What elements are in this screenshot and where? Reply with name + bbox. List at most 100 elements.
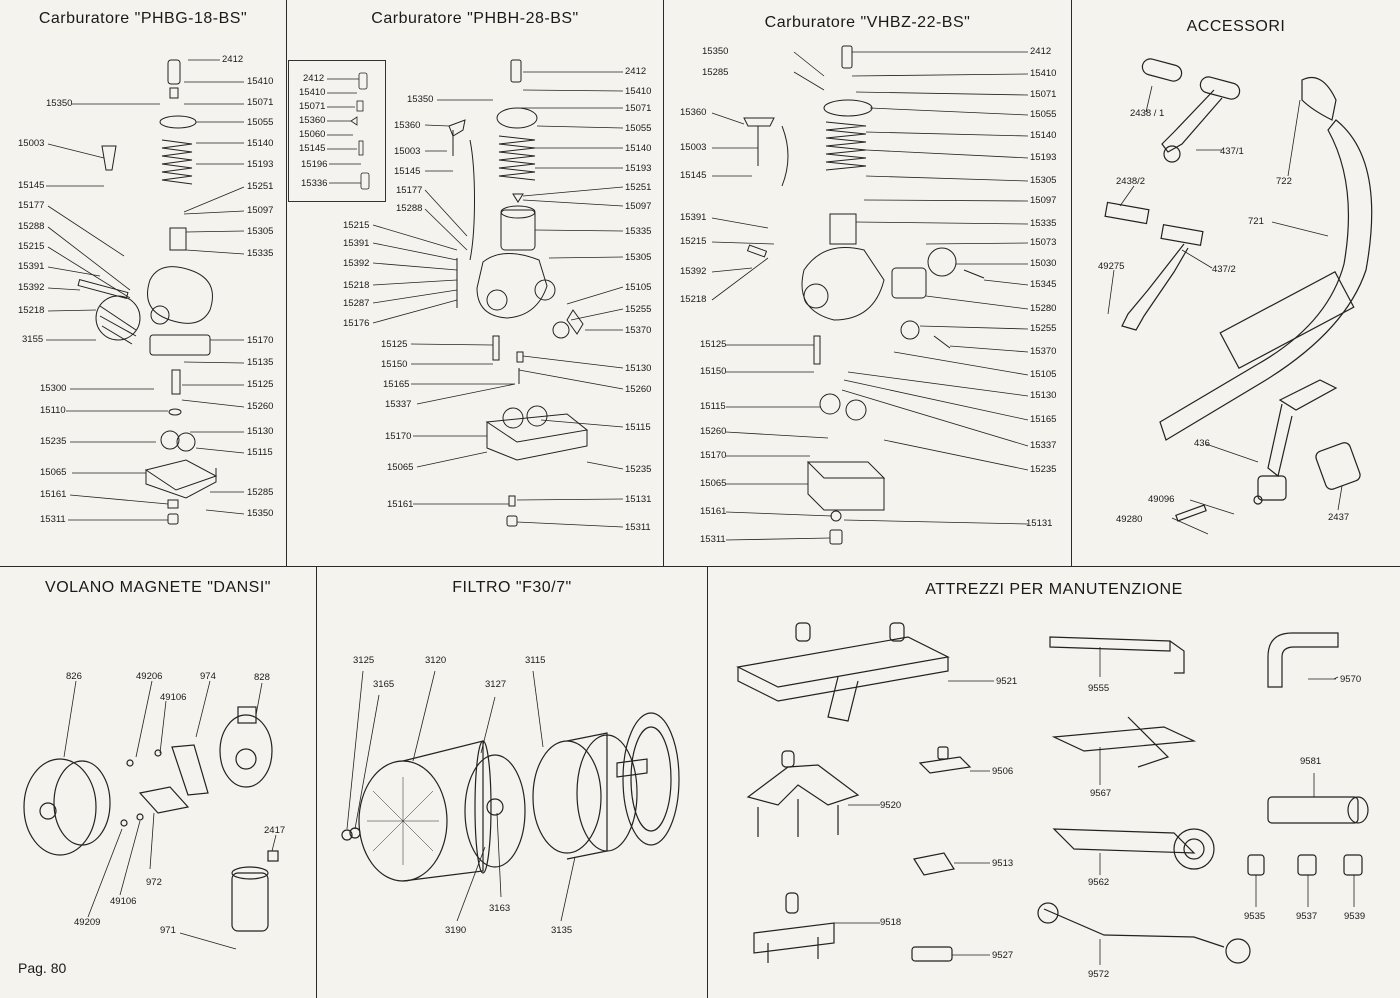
part-label: 9521	[996, 676, 1018, 687]
part-label: 15260	[625, 384, 652, 395]
part-label: 15218	[680, 294, 707, 305]
part-label: 15065	[700, 478, 727, 489]
divider	[1071, 0, 1072, 566]
part-label: 15161	[700, 506, 727, 517]
part-label: 828	[254, 672, 270, 683]
part-label: 15288	[18, 221, 45, 232]
part-label: 15305	[247, 226, 274, 237]
part-label: 721	[1248, 216, 1264, 227]
part-label: 437/1	[1220, 146, 1244, 157]
part-label: 15071	[1030, 89, 1057, 100]
part-label: 49106	[160, 692, 187, 703]
panel-title: VOLANO MAGNETE "DANSI"	[45, 579, 271, 596]
part-label: 3127	[485, 679, 507, 690]
part-label: 15287	[343, 298, 370, 309]
panel-title: Carburatore "VHBZ-22-BS"	[764, 14, 971, 31]
part-label: 15130	[625, 363, 652, 374]
divider	[707, 566, 708, 998]
inset-label: 15196	[301, 159, 328, 170]
part-label: 15193	[247, 159, 274, 170]
carburetor-phbg-diagram	[46, 59, 245, 525]
panel-volano: VOLANO MAGNETE "DANSI"	[0, 567, 316, 998]
part-label: 15135	[247, 357, 274, 368]
air-filter-diagram	[341, 670, 680, 922]
part-label: 15392	[343, 258, 370, 269]
part-label: 15131	[625, 494, 652, 505]
page-number: Pag. 80	[18, 960, 67, 976]
part-label: 15125	[381, 339, 408, 350]
part-label: 49275	[1098, 261, 1125, 272]
part-label: 49106	[110, 896, 137, 907]
part-label: 15311	[40, 514, 66, 525]
part-label: 15335	[625, 226, 652, 237]
part-label: 15165	[1030, 414, 1057, 425]
part-label: 15350	[702, 46, 729, 57]
divider	[286, 0, 287, 566]
inset-diagram	[327, 72, 370, 190]
inset-label: 15410	[299, 87, 326, 98]
part-label: 9506	[992, 766, 1014, 777]
part-label: 49280	[1116, 514, 1143, 525]
part-label: 15170	[700, 450, 727, 461]
part-label: 15071	[247, 97, 274, 108]
part-label: 15391	[680, 212, 707, 223]
part-label: 722	[1276, 176, 1292, 187]
carburetor-phbh-diagram	[372, 59, 624, 528]
part-label: 49096	[1148, 494, 1175, 505]
part-label: 15176	[343, 318, 370, 329]
part-label: 15161	[387, 499, 414, 510]
part-label: 15235	[1030, 464, 1057, 475]
part-label: 9527	[992, 950, 1014, 961]
part-label: 15003	[18, 138, 45, 149]
part-label: 9513	[992, 858, 1014, 869]
part-label: 9539	[1344, 911, 1366, 922]
part-label: 15350	[407, 94, 434, 105]
inset-box: 2412 15410 15071 15360 15060 15145 15196…	[288, 60, 386, 202]
part-label: 9567	[1090, 788, 1112, 799]
part-label: 49209	[74, 917, 101, 928]
part-label: 15105	[625, 282, 652, 293]
part-label: 15150	[700, 366, 727, 377]
part-label: 15391	[18, 261, 45, 272]
part-label: 15280	[1030, 303, 1057, 314]
part-label: 15350	[46, 98, 73, 109]
part-label: 15251	[625, 182, 652, 193]
part-label: 436	[1194, 438, 1210, 449]
part-label: 15170	[247, 335, 274, 346]
part-label: 49206	[136, 671, 163, 682]
part-label: 15391	[343, 238, 370, 249]
part-label: 15370	[1030, 346, 1057, 357]
part-label: 15071	[625, 103, 652, 114]
part-label: 15255	[1030, 323, 1057, 334]
part-label: 15410	[625, 86, 652, 97]
carburetor-vhbz-diagram	[711, 45, 1029, 545]
part-label: 15288	[396, 203, 423, 214]
part-label: 15105	[1030, 369, 1057, 380]
part-label: 15030	[1030, 258, 1057, 269]
part-label: 15150	[381, 359, 408, 370]
part-label: 15130	[1030, 390, 1057, 401]
divider	[663, 0, 664, 566]
part-label: 2437	[1328, 512, 1350, 523]
part-label: 2412	[222, 54, 244, 65]
panel-title: Carburatore "PHBG-18-BS"	[38, 10, 248, 27]
part-label: 15131	[1026, 518, 1053, 529]
part-label: 15055	[247, 117, 274, 128]
part-label: 15165	[383, 379, 410, 390]
part-label: 15215	[343, 220, 370, 231]
accessories-diagram	[1104, 58, 1373, 535]
part-label: 3155	[22, 334, 44, 345]
part-label: 15125	[700, 339, 727, 350]
part-label: 15235	[40, 436, 67, 447]
part-label: 2438/2	[1116, 176, 1146, 187]
inset-label: 15336	[301, 178, 328, 189]
part-label: 15140	[1030, 130, 1057, 141]
part-label: 3125	[353, 655, 375, 666]
part-label: 15177	[396, 185, 423, 196]
inset-label: 15060	[299, 129, 326, 140]
part-label: 9555	[1088, 683, 1110, 694]
maintenance-tools-diagram	[736, 622, 1369, 965]
panel-title: ATTREZZI PER MANUTENZIONE	[925, 581, 1183, 598]
panel-accessori: ACCESSORI	[1072, 0, 1400, 566]
part-label: 3135	[551, 925, 573, 936]
